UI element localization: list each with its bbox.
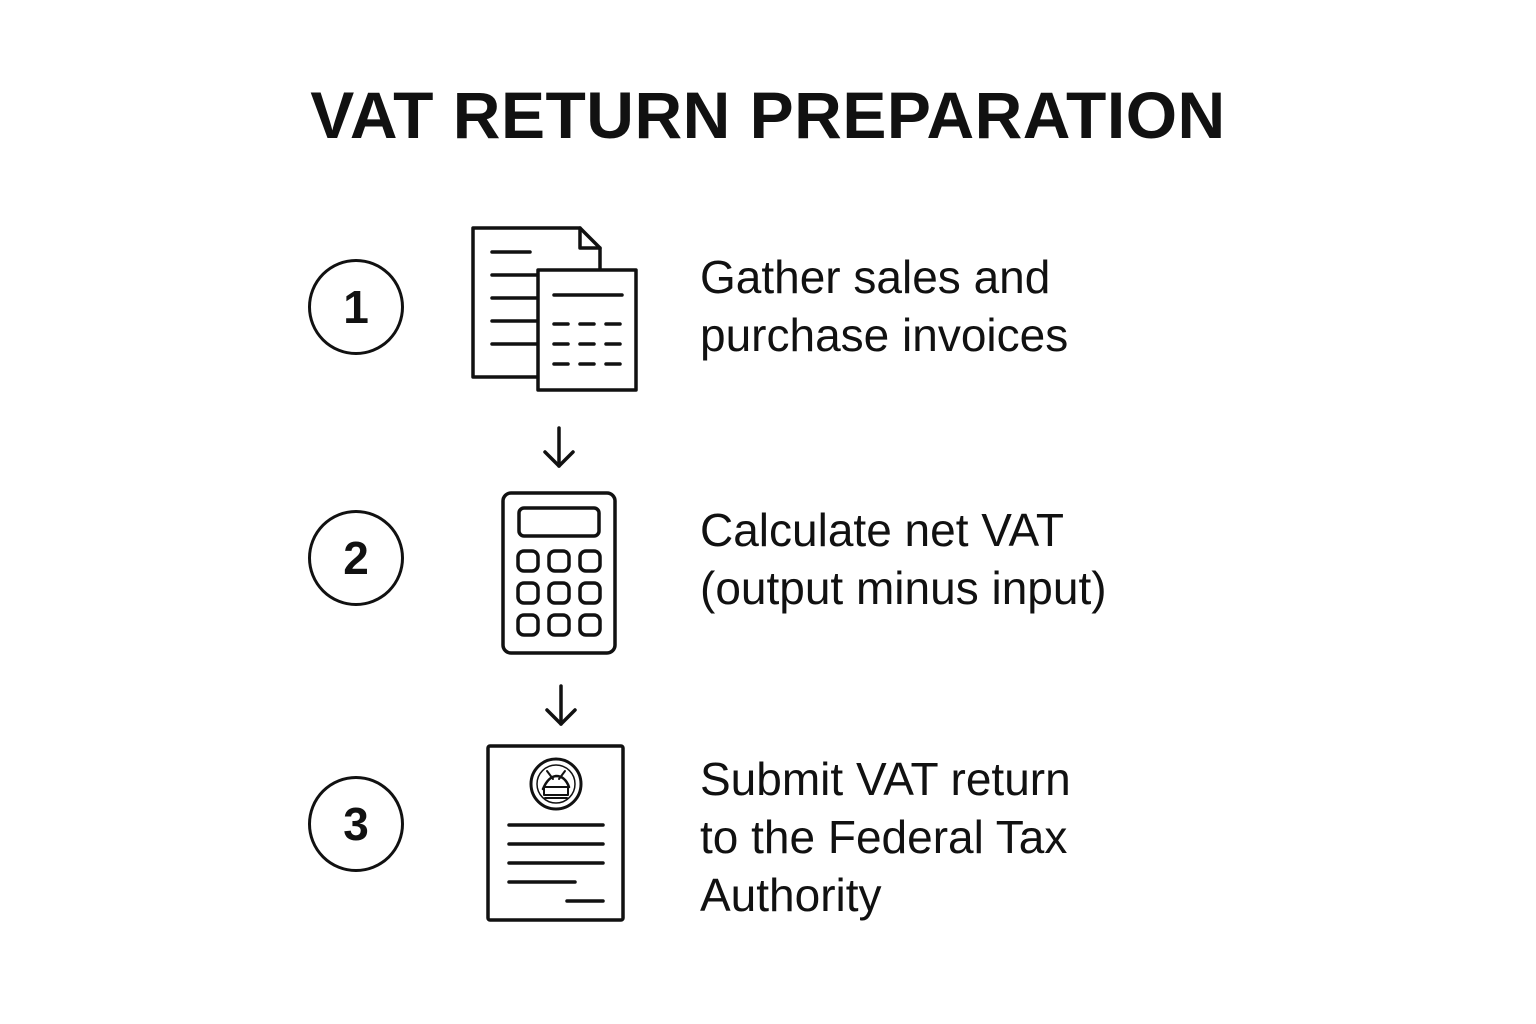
step-3-number: 3	[308, 776, 404, 872]
arrow-down-icon	[543, 682, 579, 730]
step-2-text: Calculate net VAT (output minus input)	[700, 501, 1107, 617]
arrow-down-icon	[541, 424, 577, 472]
page-title: VAT RETURN PREPARATION	[310, 78, 1226, 152]
calculator-icon	[500, 490, 618, 656]
step-1-line-2: purchase invoices	[700, 309, 1069, 361]
step-3-text: Submit VAT return to the Federal Tax Aut…	[700, 750, 1071, 924]
tax-document-icon	[485, 743, 627, 923]
step-3-line-3: Authority	[700, 869, 882, 921]
step-1-line-1: Gather sales and	[700, 251, 1051, 303]
step-1-number: 1	[308, 259, 404, 355]
step-1-text: Gather sales and purchase invoices	[700, 248, 1068, 364]
seal-icon	[529, 757, 583, 811]
step-3-line-2: to the Federal Tax	[700, 811, 1068, 863]
invoices-icon	[470, 225, 640, 395]
step-2-line-2: (output minus input)	[700, 562, 1107, 614]
step-2-line-1: Calculate net VAT	[700, 504, 1064, 556]
step-3-line-1: Submit VAT return	[700, 753, 1071, 805]
step-2-number: 2	[308, 510, 404, 606]
